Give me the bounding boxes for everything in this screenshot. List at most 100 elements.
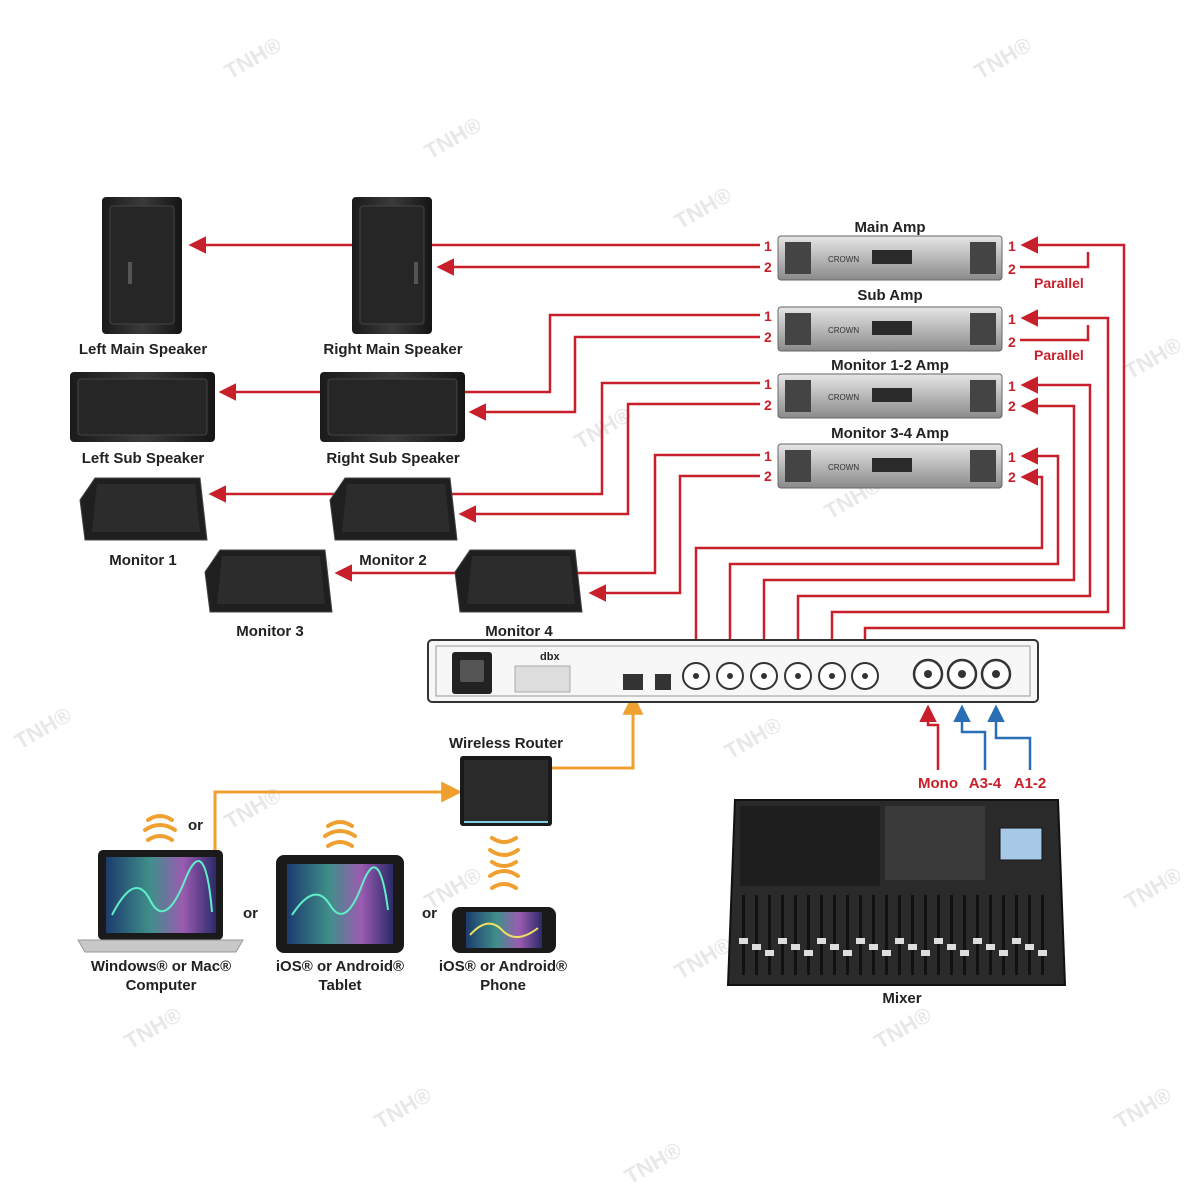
cable-mixer-mono [919, 704, 940, 770]
fader-track [820, 895, 823, 975]
fader-track [859, 895, 862, 975]
channel-number: 1 [764, 238, 772, 254]
watermark: TNH® [370, 1082, 436, 1134]
fader-track [846, 895, 849, 975]
cable-mon34-2-to-monitor4 [588, 474, 760, 602]
watermark: TNH® [1120, 862, 1186, 914]
cable-mon12-2-to-monitor2 [458, 402, 760, 523]
watermark: TNH® [1110, 1082, 1176, 1134]
cable-out4-to-mon12-amp-2 [762, 397, 1076, 663]
fader-knob [830, 944, 839, 950]
parallel-jumper-main [1020, 252, 1090, 269]
label-monitor-4: Monitor 4 [485, 623, 553, 640]
label-computer-line1: Windows® or Mac® [91, 958, 231, 975]
left-sub-speaker [70, 372, 215, 442]
monitor-2-speaker [329, 477, 458, 541]
fader-track [768, 895, 771, 975]
xlr-pins [693, 673, 868, 679]
fader-track [950, 895, 953, 975]
fader-knob [1038, 950, 1047, 956]
fader-track [1041, 895, 1044, 975]
channel-number: 1 [1008, 449, 1016, 465]
speaker-cables [188, 236, 760, 602]
channel-number: 1 [1008, 378, 1016, 394]
wifi-icon [488, 836, 520, 890]
fader-knob [739, 938, 748, 944]
fader-track [781, 895, 784, 975]
channel-number: 2 [764, 468, 772, 484]
fader-knob [791, 944, 800, 950]
usb-port [655, 674, 671, 690]
fader-knob [752, 944, 761, 950]
xlr-input-pins [924, 670, 1000, 678]
label-main-amp: Main Amp [854, 219, 925, 236]
fader-track [755, 895, 758, 975]
label-a34: A3-4 [969, 775, 1002, 792]
amp-brand: CROWN [828, 326, 859, 335]
fader-track [794, 895, 797, 975]
right-main-speaker [352, 197, 432, 334]
amp-brand: CROWN [828, 255, 859, 264]
label-or: or [243, 905, 258, 922]
channel-number: 2 [764, 397, 772, 413]
amp-brand: CROWN [828, 463, 859, 472]
wifi-icon [323, 820, 357, 848]
watermark: TNH® [670, 932, 736, 984]
mixer-fader-strips [739, 895, 1047, 975]
monitor-1-speaker [79, 477, 208, 541]
fader-track [924, 895, 927, 975]
monitor-4-speaker [454, 549, 583, 613]
label-phone-line2: Phone [480, 977, 526, 994]
channel-number: 2 [764, 329, 772, 345]
fader-knob [869, 944, 878, 950]
fader-track [742, 895, 745, 975]
fader-knob [817, 938, 826, 944]
cable-mixer-a34 [953, 704, 987, 770]
label-monitor-1: Monitor 1 [109, 552, 177, 569]
fader-knob [908, 944, 917, 950]
label-a12: A1-2 [1014, 775, 1047, 792]
processor-brand: dbx [540, 651, 560, 663]
label-left-sub-speaker: Left Sub Speaker [82, 450, 205, 467]
cable-router-to-processor [552, 693, 644, 770]
channel-number: 1 [764, 308, 772, 324]
cable-out6-to-mon34-amp-2 [694, 468, 1044, 663]
fader-track [885, 895, 888, 975]
fader-track [898, 895, 901, 975]
watermark: TNH® [10, 702, 76, 754]
watermark: TNH® [120, 1002, 186, 1054]
fader-knob [921, 950, 930, 956]
fader-track [911, 895, 914, 975]
cable-mixer-a12 [987, 704, 1032, 770]
channel-number: 1 [1008, 311, 1016, 327]
fader-knob [986, 944, 995, 950]
mixer-cables [919, 704, 1032, 770]
wifi-icon [143, 814, 177, 842]
phone [452, 907, 556, 953]
watermark: TNH® [220, 782, 286, 834]
watermark-group: TNH® TNH® TNH® TNH® TNH® TNH® TNH® TNH® … [10, 32, 1186, 1189]
fader-knob [999, 950, 1008, 956]
watermark: TNH® [720, 712, 786, 764]
fader-knob [934, 938, 943, 944]
cable-computer-to-router [213, 781, 463, 850]
label-parallel-main: Parallel [1034, 275, 1084, 291]
fader-knob [843, 950, 852, 956]
channel-number: 2 [1008, 398, 1016, 414]
cable-mon12-1-to-monitor1 [208, 381, 760, 503]
processor-output-cables [694, 236, 1126, 663]
cable-out3-to-mon12-amp-1 [796, 376, 1092, 663]
monitor-34-amp: CROWN [777, 443, 1003, 489]
fader-track [989, 895, 992, 975]
label-tablet-line2: Tablet [318, 977, 361, 994]
label-wireless-router: Wireless Router [449, 735, 563, 752]
watermark: TNH® [970, 32, 1036, 84]
label-computer-line2: Computer [126, 977, 197, 994]
label-monitor-34-amp: Monitor 3-4 Amp [831, 425, 949, 442]
channel-number: 2 [1008, 261, 1016, 277]
fader-knob [960, 950, 969, 956]
label-sub-amp: Sub Amp [857, 287, 922, 304]
label-monitor-2: Monitor 2 [359, 552, 427, 569]
fader-track [963, 895, 966, 975]
